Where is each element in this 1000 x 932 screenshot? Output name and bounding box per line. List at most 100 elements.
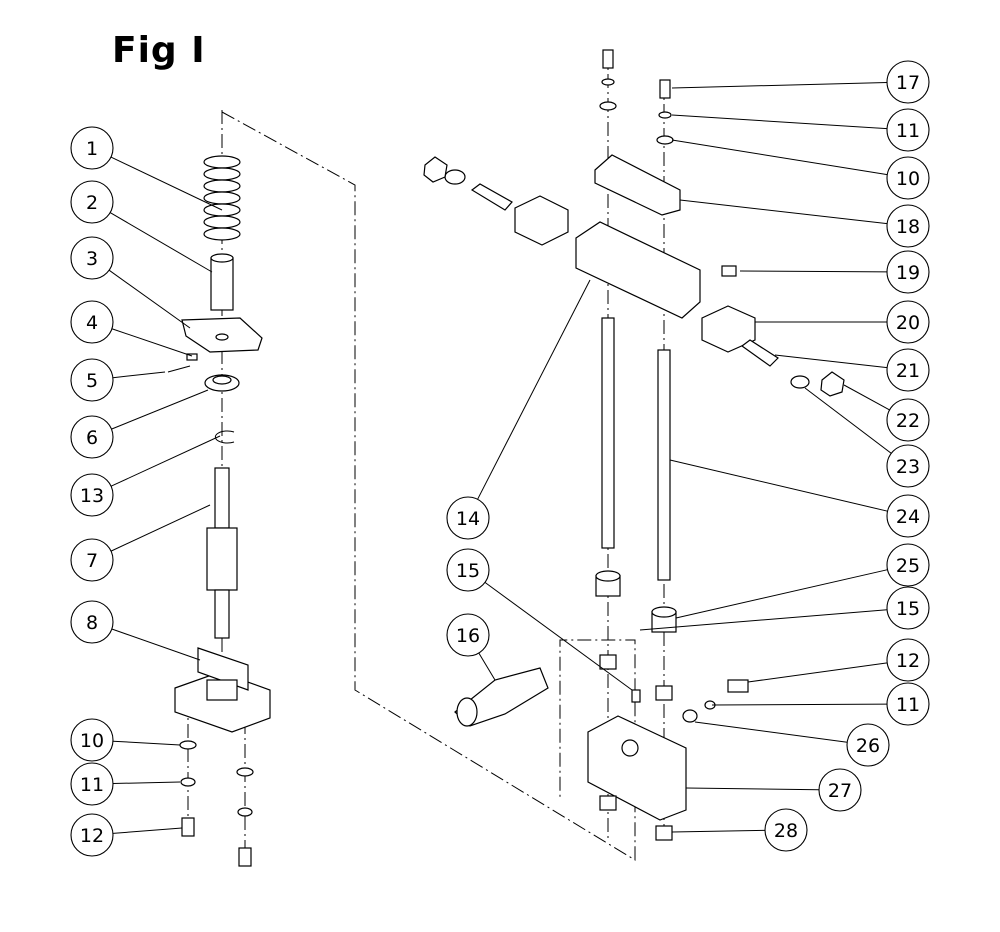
leader-line	[112, 827, 183, 834]
part-number-label: 11	[80, 774, 104, 796]
cap-screw	[659, 79, 671, 99]
leader-line	[671, 139, 888, 176]
part-number-label: 10	[80, 730, 104, 752]
shaft-collar-top	[651, 606, 677, 618]
leader-line	[747, 662, 888, 683]
side-rod	[470, 183, 513, 211]
part-number-balloon: 2	[70, 180, 114, 224]
part-number-balloon: 27	[818, 768, 862, 812]
part-number-balloon: 21	[886, 348, 930, 392]
part-number-balloon: 26	[846, 723, 890, 767]
screw	[181, 817, 195, 837]
leader-line	[694, 721, 848, 743]
part-number-label: 19	[896, 262, 920, 284]
part-number-label: 25	[896, 555, 920, 577]
part-number-balloon: 3	[70, 236, 114, 280]
balloon-circle	[70, 473, 114, 517]
base-block	[587, 715, 687, 821]
part-number-label: 23	[896, 456, 920, 478]
dowel-pin	[721, 265, 737, 277]
part-number-label: 4	[86, 312, 98, 334]
balloon-circle	[70, 415, 114, 459]
part-number-balloon: 17	[886, 60, 930, 104]
left-assembly	[167, 110, 271, 867]
part-number-balloon: 15	[446, 548, 490, 592]
washer	[656, 135, 674, 145]
guide-rod	[657, 349, 671, 581]
balloon-circle	[886, 60, 930, 104]
part-number-label: 22	[896, 410, 920, 432]
bearing-inner	[212, 375, 232, 385]
balloon-circle	[886, 204, 930, 248]
leader-line	[671, 829, 766, 833]
part-number-balloon: 4	[70, 300, 114, 344]
leader-line	[671, 82, 888, 89]
leader-line	[669, 459, 888, 512]
washer	[236, 767, 254, 777]
spacer-sleeve	[210, 257, 234, 311]
part-number-balloon: 7	[70, 538, 114, 582]
spacer-sleeve-top	[210, 253, 234, 263]
set-screw	[186, 353, 198, 361]
part-number-label: 7	[86, 550, 98, 572]
lock-washer	[237, 807, 253, 817]
hex-nut	[423, 156, 448, 183]
bracket-boss	[206, 679, 238, 701]
part-number-label: 3	[86, 248, 98, 270]
leader-line	[111, 328, 193, 357]
part-number-label: 16	[456, 625, 480, 647]
balloon-circle	[70, 126, 114, 170]
part-number-balloon: 12	[70, 813, 114, 857]
screw	[238, 847, 252, 867]
right-assembly	[423, 49, 845, 841]
balloon-circle	[846, 723, 890, 767]
part-number-label: 1	[86, 138, 98, 160]
part-number-label: 18	[896, 216, 920, 238]
hex-nut	[820, 371, 845, 397]
bushing	[599, 795, 617, 811]
balloon-circle	[446, 613, 490, 657]
pin	[167, 365, 191, 373]
balloon-circle	[70, 762, 114, 806]
cross-block	[575, 221, 701, 319]
part-number-label: 2	[86, 192, 98, 214]
balloon-circle	[886, 108, 930, 152]
balloon-circle	[886, 682, 930, 726]
part-number-label: 21	[896, 360, 920, 382]
balloon-circle	[818, 768, 862, 812]
balloon-circle	[886, 444, 930, 488]
callout-group: 1234561378101112171110181920212223242515…	[70, 60, 930, 857]
part-number-label: 17	[896, 72, 920, 94]
alignment-centerline	[221, 111, 636, 861]
lock-washer	[601, 78, 615, 86]
bushing	[655, 685, 673, 701]
part-number-label: 20	[896, 312, 920, 334]
part-number-balloon: 23	[886, 444, 930, 488]
leader-line	[112, 781, 181, 785]
part-number-label: 13	[80, 485, 104, 507]
part-number-balloon: 18	[886, 204, 930, 248]
shaft-collar-top	[595, 570, 621, 582]
washer	[444, 169, 466, 185]
part-number-balloon: 25	[886, 543, 930, 587]
washer	[179, 740, 197, 750]
part-number-balloon: 10	[886, 156, 930, 200]
part-number-balloon: 1	[70, 126, 114, 170]
spring	[203, 155, 241, 241]
leader-line	[478, 652, 496, 681]
bushing	[655, 825, 673, 841]
part-number-balloon: 13	[70, 473, 114, 517]
leader-line	[108, 269, 191, 329]
part-number-label: 14	[456, 508, 480, 530]
side-rod	[740, 339, 779, 367]
balloon-circle	[886, 638, 930, 682]
leader-line	[109, 212, 213, 273]
part-number-label: 24	[896, 506, 920, 528]
part-number-balloon: 11	[70, 762, 114, 806]
leader-line	[110, 504, 211, 552]
leader-line	[679, 199, 888, 225]
part-number-label: 27	[828, 780, 852, 802]
leader-line	[639, 609, 888, 631]
